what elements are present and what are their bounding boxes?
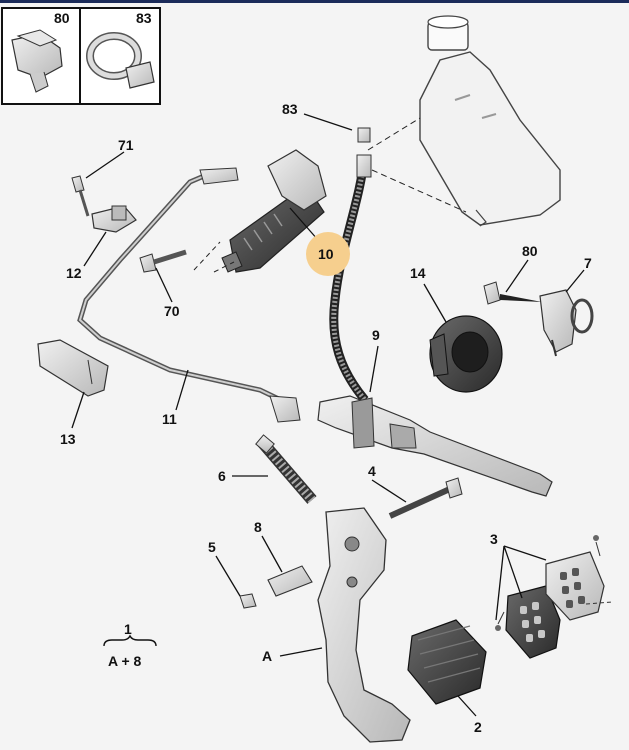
hose-clamp-icon — [86, 32, 155, 89]
pedal-pads-3 — [495, 535, 613, 659]
return-spring-6 — [255, 434, 317, 504]
callout-4: 4 — [368, 463, 376, 479]
hose-clip-83 — [357, 127, 371, 143]
callout-71: 71 — [118, 137, 134, 153]
formula-bottom: A + 8 — [108, 653, 142, 669]
nut-5 — [239, 593, 257, 609]
slave-cylinder — [193, 149, 327, 273]
clip-icon — [11, 29, 63, 93]
inset-label-83: 83 — [136, 10, 152, 26]
bracket-13 — [37, 339, 109, 397]
fluid-reservoir — [419, 15, 561, 227]
pedal-pad-2 — [407, 619, 487, 705]
inset-box-80: 80 — [1, 7, 81, 105]
reservoir-dashed-link — [367, 117, 467, 213]
callout-9: 9 — [372, 327, 380, 343]
formula-top: 1 — [124, 621, 132, 637]
formula-brace — [103, 634, 157, 647]
pedal-switch-7 — [539, 289, 594, 357]
clutch-pedal-A — [317, 507, 411, 743]
pushrod-4 — [388, 477, 463, 519]
screw-71 — [71, 175, 90, 217]
callout-10: 10 — [318, 246, 334, 262]
bracket-12 — [91, 205, 137, 233]
assembly-formula: 1 A + 8 — [103, 621, 157, 669]
hydraulic-hose — [329, 154, 372, 403]
leader-lines — [71, 113, 585, 717]
callout-6: 6 — [218, 468, 226, 484]
callout-14: 14 — [410, 265, 426, 281]
inset-box-83: 83 — [79, 7, 161, 105]
callout-5: 5 — [208, 539, 216, 555]
callout-8: 8 — [254, 519, 262, 535]
clutch-pipe — [77, 167, 301, 423]
callout-80: 80 — [522, 243, 538, 259]
rubber-grommet-14 — [429, 315, 503, 393]
callout-3: 3 — [490, 531, 498, 547]
inset-label-80: 80 — [54, 10, 70, 26]
top-frame-bar — [0, 0, 629, 3]
callout-11: 11 — [162, 411, 177, 427]
callout-2: 2 — [474, 719, 482, 735]
callout-83: 83 — [282, 101, 298, 117]
master-cylinder — [317, 395, 553, 497]
callout-7: 7 — [584, 255, 592, 271]
switch-clip-80 — [483, 281, 542, 305]
callout-12: 12 — [66, 265, 82, 281]
callout-A: A — [262, 648, 272, 664]
highlight-circle-10 — [306, 232, 350, 276]
callout-70: 70 — [164, 303, 180, 319]
sleeve-8 — [267, 565, 313, 597]
callout-13: 13 — [60, 431, 76, 447]
bolt-70 — [139, 249, 187, 273]
